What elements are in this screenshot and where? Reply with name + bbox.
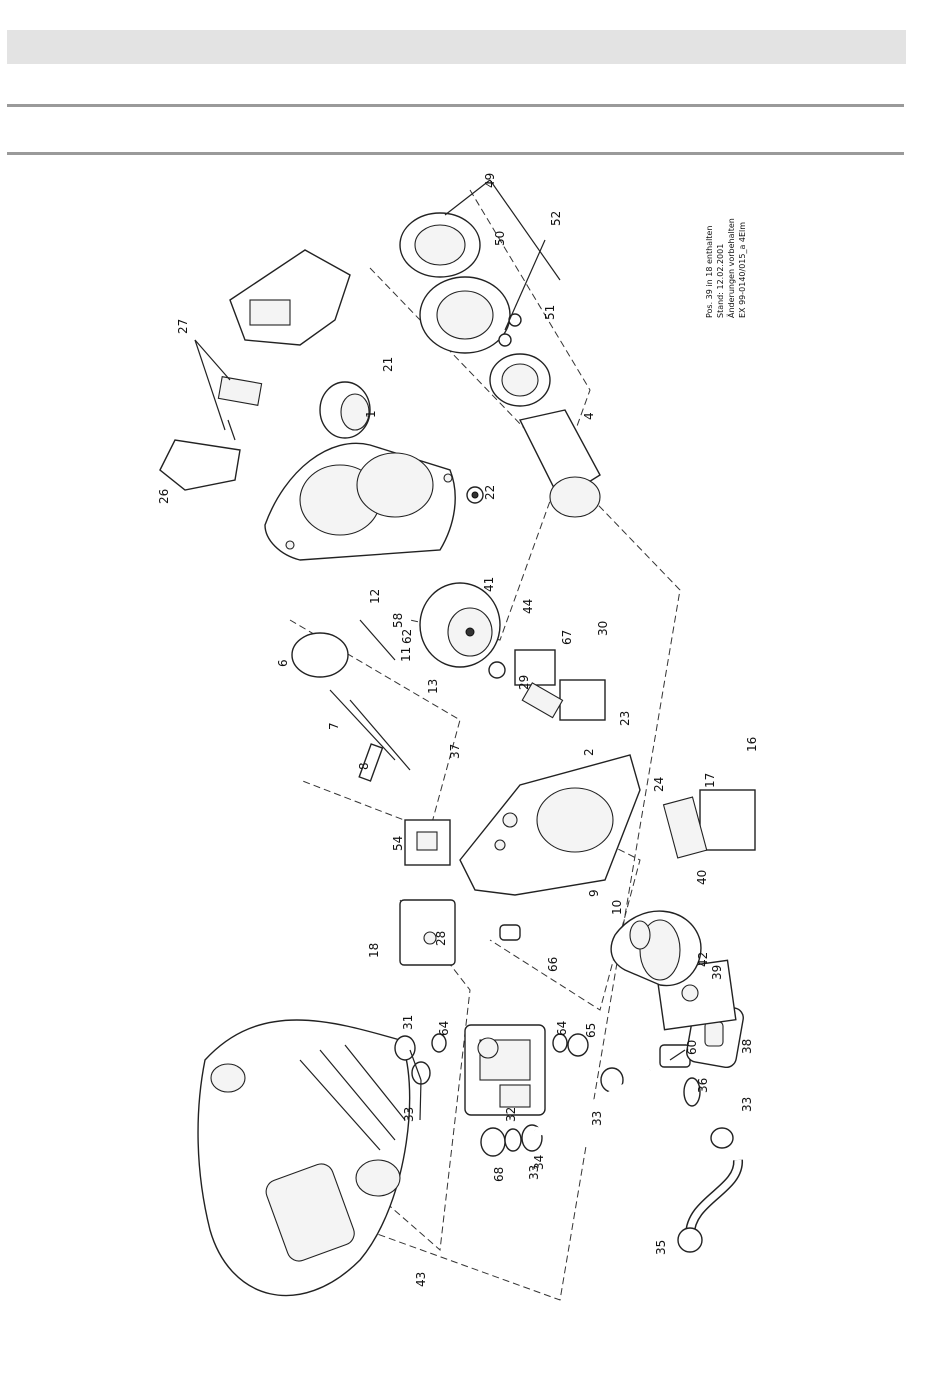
label-11: 11 [399,647,413,662]
note-line-3: Änderungen vorbehalten [726,218,736,318]
label-37: 37 [448,744,462,759]
label-22: 22 [483,485,497,500]
label-51: 51 [543,305,557,320]
label-18: 18 [367,943,381,958]
label-6: 6 [276,659,290,667]
note-line-2: Stand: 12.02.2001 [716,244,725,318]
label-9: 9 [587,889,601,897]
label-1: 1 [364,410,378,418]
label-36: 36 [696,1078,710,1093]
label-12: 12 [368,589,382,604]
label-64a: 64 [437,1021,451,1036]
part-22-nut [467,487,483,503]
label-8: 8 [357,762,371,770]
label-26: 26 [157,489,171,504]
part-34-35-pipes [535,1045,738,1252]
label-21: 21 [381,357,395,372]
label-10: 10 [610,900,624,915]
label-44: 44 [521,599,535,614]
label-64b: 64 [555,1021,569,1036]
part-49-52-flange [400,213,550,406]
label-65: 65 [584,1023,598,1038]
label-16: 16 [745,737,759,752]
label-17: 17 [703,773,717,788]
label-29: 29 [517,675,531,690]
note-line-1: Pos. 39 in 18 enthalten [705,226,714,318]
label-35: 35 [654,1240,668,1255]
label-62: 62 [400,629,414,644]
part-2-housing-plate [460,755,640,895]
part-6-13-electrodes [292,620,410,781]
part-43-cover [198,1020,410,1296]
label-31: 31 [401,1015,415,1030]
revision-note: Pos. 39 in 18 enthalten Stand: 12.02.200… [705,218,747,318]
label-68: 68 [492,1167,506,1182]
label-27: 27 [176,319,190,334]
part-32-pump [465,1025,545,1115]
label-30: 30 [596,621,610,636]
part-41-fan-wheel [420,583,505,678]
label-66: 66 [546,957,560,972]
label-7: 7 [327,722,341,730]
label-40: 40 [695,870,709,885]
label-13: 13 [426,679,440,694]
label-33a: 33 [402,1107,416,1122]
label-33c: 33 [590,1111,604,1126]
label-33d: 33 [740,1097,754,1112]
label-60: 60 [685,1040,699,1055]
label-4: 4 [582,412,596,420]
part-21 [320,382,370,438]
part-16-17-box [664,790,755,858]
note-line-4: EX 99-0140/015_a 4Elm [738,222,747,318]
label-28: 28 [434,931,448,946]
label-50: 50 [493,231,507,246]
label-2: 2 [582,748,596,756]
label-49: 49 [483,173,497,188]
label-39: 39 [710,965,724,980]
label-54: 54 [391,836,405,851]
label-32: 32 [504,1107,518,1122]
label-41: 41 [482,577,496,592]
label-58: 58 [391,613,405,628]
label-43: 43 [414,1272,428,1287]
label-52: 52 [549,211,563,226]
label-38: 38 [740,1039,754,1054]
part-4-blast-tube [520,410,600,517]
part-40-motor [611,911,701,985]
label-67: 67 [560,630,574,645]
label-34: 34 [532,1155,546,1170]
label-23: 23 [618,711,632,726]
label-24: 24 [652,777,666,792]
label-42: 42 [696,952,710,967]
part-1-main-housing [265,443,455,560]
